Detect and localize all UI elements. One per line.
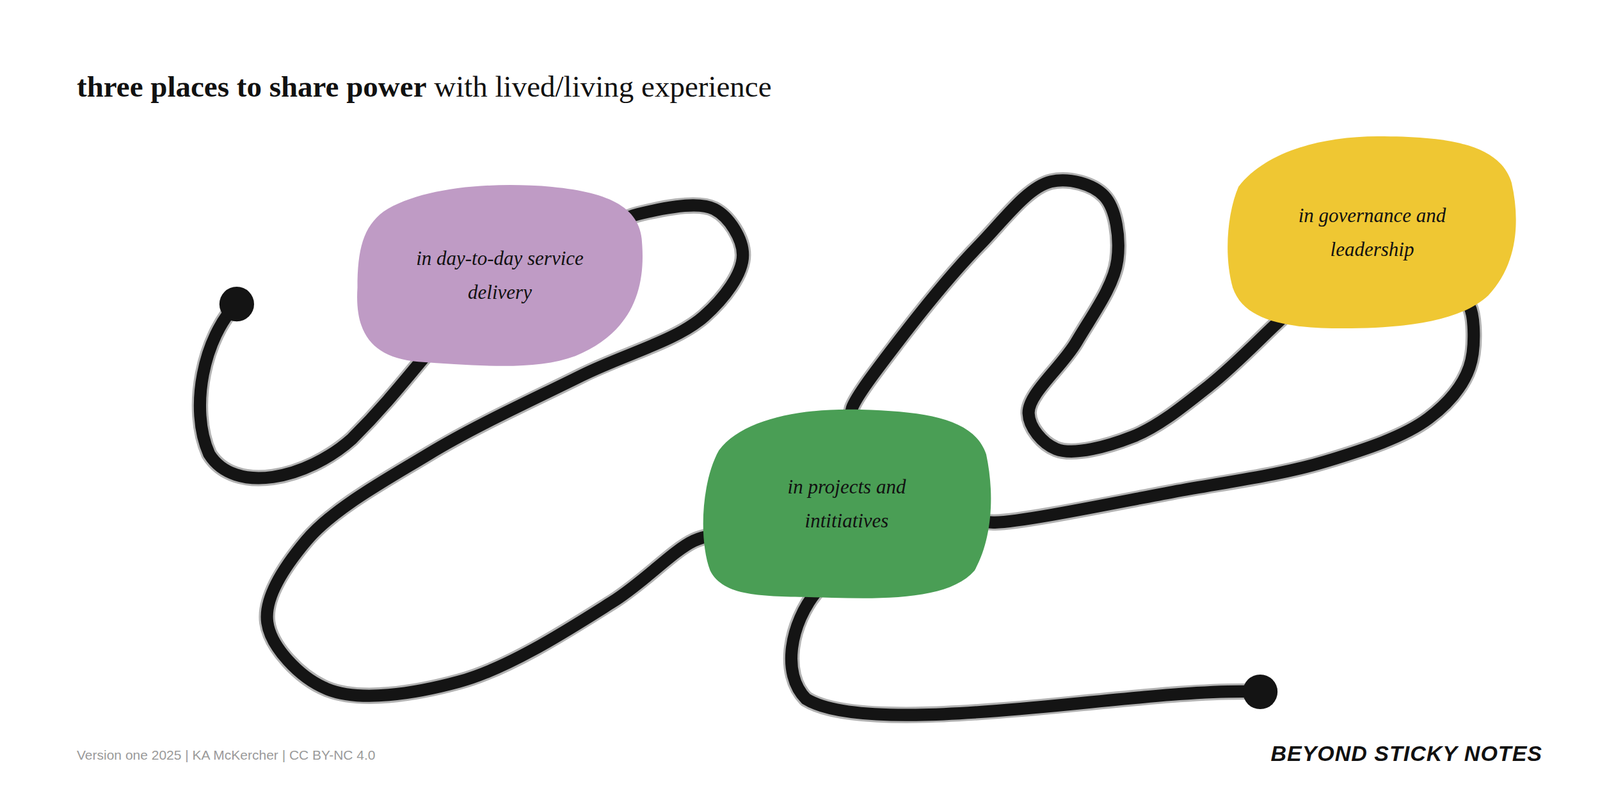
subtitle: with lived/living experience: [433, 69, 772, 104]
stage-text: in projects and intitiatives: [750, 470, 943, 538]
footer-credit: Version one 2025 | KA McKercher | CC BY-…: [76, 747, 376, 763]
end-tail-fuzz: [791, 592, 1261, 715]
stage-blob: in projects and intitiatives: [701, 407, 992, 602]
journey-path: [975, 298, 1474, 523]
blob-shape: [1226, 136, 1518, 331]
blob-fill: [1227, 136, 1517, 329]
title: three places to share power: [76, 69, 427, 104]
blob-shape: [701, 407, 992, 602]
end-tail: [791, 592, 1261, 715]
brand-mark: BEYOND STICKY NOTES: [1270, 741, 1543, 767]
stage-text: in day-to-day service delivery: [403, 241, 596, 310]
stage-blob: in governance and leadership: [1226, 136, 1518, 331]
path-fuzz: [975, 298, 1474, 523]
stage-blob: in day-to-day service delivery: [354, 181, 646, 372]
end-dot: [1242, 674, 1278, 710]
heading: three places to share powerwith lived/li…: [76, 69, 772, 104]
blob-shape: [354, 181, 646, 372]
blob-fill: [357, 184, 643, 367]
start-dot: [219, 286, 255, 322]
stage-text: in governance and leadership: [1276, 199, 1469, 267]
blob-fill: [703, 408, 992, 598]
